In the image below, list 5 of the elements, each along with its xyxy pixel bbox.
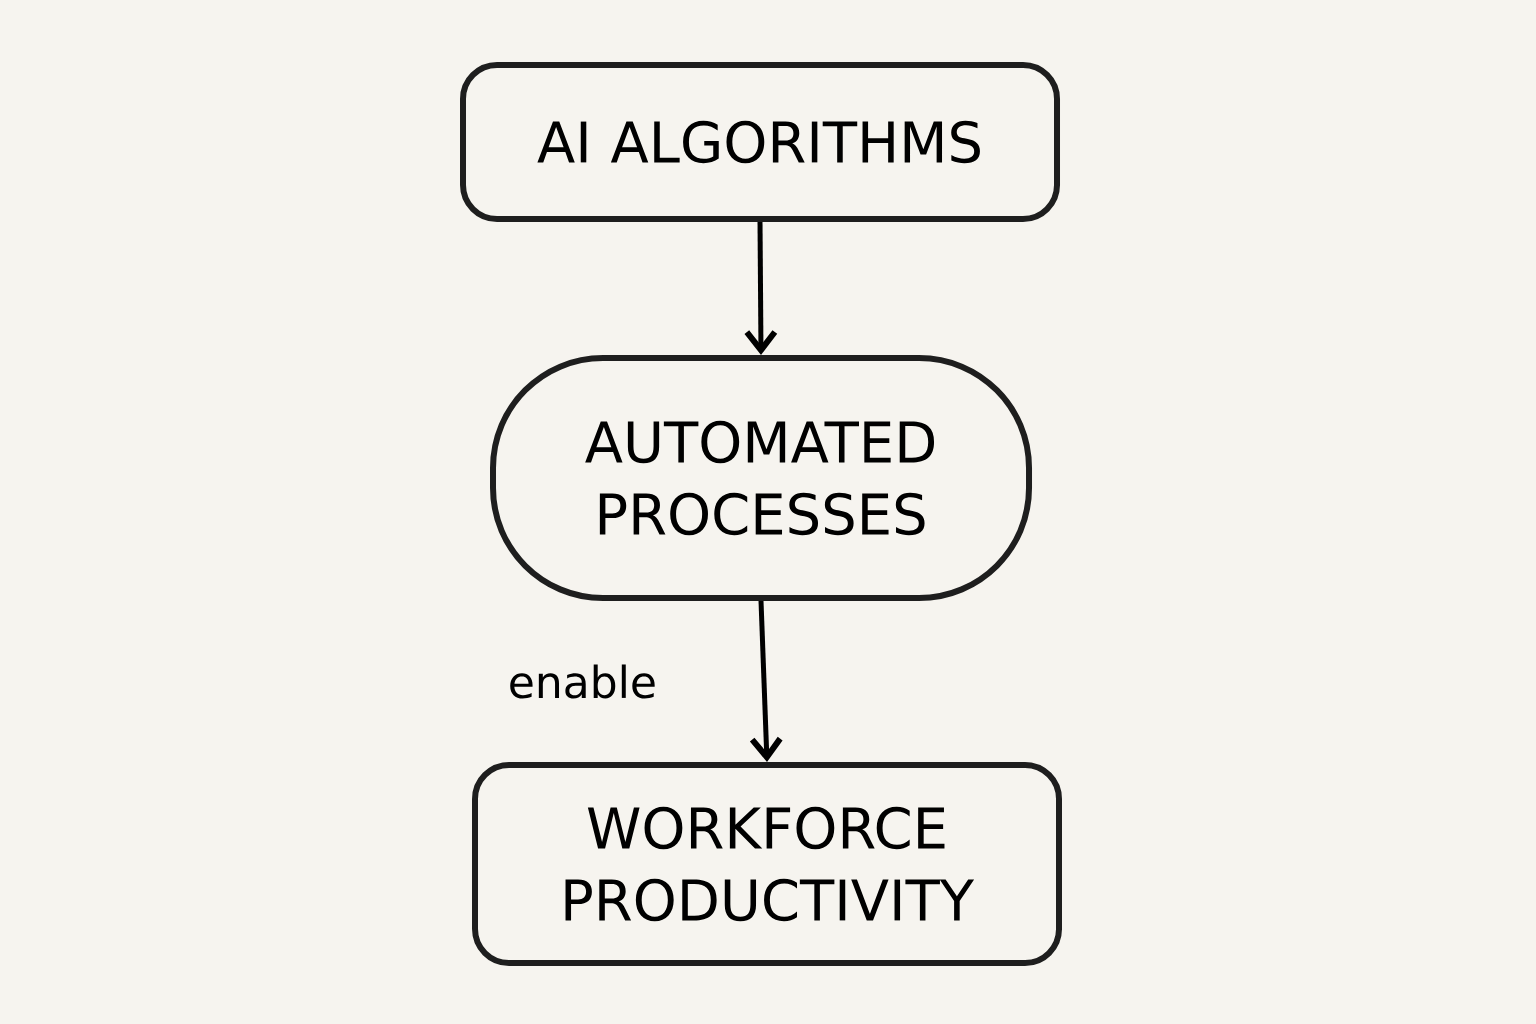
- process-box: WORKFORCE PRODUCTIVITY: [472, 762, 1062, 966]
- edge-label: enable: [510, 664, 655, 699]
- arrow: [744, 222, 778, 355]
- process-box: AI ALGORITHMS: [460, 62, 1060, 222]
- arrow: [749, 600, 783, 762]
